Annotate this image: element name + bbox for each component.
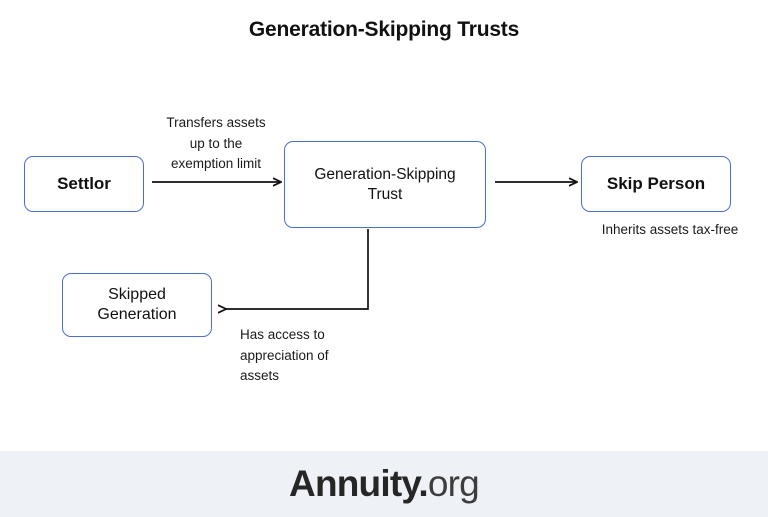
caption-inherits-assets-tax-free: Inherits assets tax-free bbox=[601, 222, 739, 237]
node-skip-person-label: Skip Person bbox=[606, 174, 706, 194]
arrow-trust-to-skipped-generation bbox=[226, 229, 369, 309]
brand-name: Annuity. bbox=[289, 463, 429, 504]
node-skipped-generation: Skipped Generation bbox=[62, 273, 212, 337]
connector-label-has-access-to-appreciation: Has access to appreciation of assets bbox=[240, 327, 329, 383]
node-generation-skipping-trust: Generation-Skipping Trust bbox=[284, 141, 486, 228]
connector-label-transfers-assets: Transfers assets up to the exemption lim… bbox=[166, 115, 266, 171]
node-skipped-generation-label: Skipped Generation bbox=[97, 286, 177, 323]
brand-logo: Annuity.org bbox=[289, 463, 480, 505]
node-skip-person: Skip Person bbox=[581, 156, 731, 212]
node-settlor-label: Settlor bbox=[57, 174, 111, 194]
node-settlor: Settlor bbox=[24, 156, 144, 212]
footer-bar: Annuity.org bbox=[0, 451, 768, 517]
brand-tld: org bbox=[427, 463, 480, 504]
node-generation-skipping-trust-label: Generation-Skipping Trust bbox=[314, 166, 456, 203]
page-title: Generation-Skipping Trusts bbox=[248, 18, 520, 41]
